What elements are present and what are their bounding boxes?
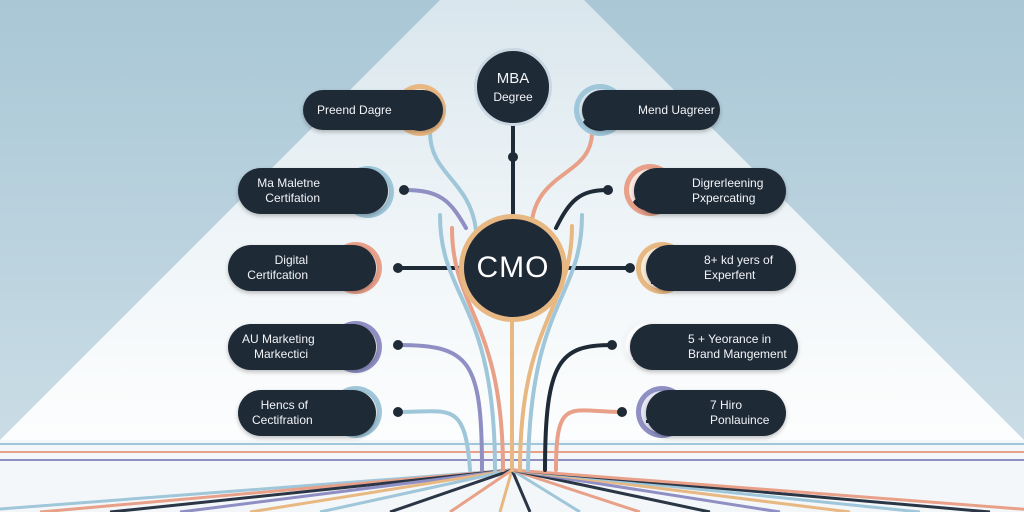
left-node-1: Preend Dagre	[303, 90, 443, 130]
top-node-line2: Degree	[493, 90, 533, 104]
left-node-4-line1: AU Marketing	[242, 332, 315, 346]
floor-stripes	[0, 443, 1024, 512]
right-node-4-line1: 5 + Yeorance in	[688, 332, 772, 346]
center-node-cmo: CMO	[459, 214, 567, 322]
left-node-2-line1: Ma Maletne	[257, 176, 320, 190]
top-node-mba: MBA Degree	[474, 48, 552, 126]
right-node-5: 7 Hiro Ponlauince	[646, 390, 786, 436]
right-node-2-line1: Digrerleening	[692, 176, 764, 190]
left-node-1-line1: Preend Dagre	[317, 102, 392, 117]
right-node-2: Digrerleening Pxpercating	[634, 168, 786, 214]
left-node-3-line1: Digital	[274, 253, 308, 267]
right-node-5-line2: Ponlauince	[710, 413, 770, 427]
right-node-2-line2: Pxpercating	[692, 191, 756, 205]
right-node-1-line1: Mend Uagreer	[638, 102, 715, 117]
right-node-1: Mend Uagreer	[582, 90, 720, 130]
left-node-5-line1: Hencs of	[260, 398, 308, 412]
left-node-2-line2: Certifation	[265, 191, 320, 205]
top-node-line1: MBA	[496, 70, 530, 87]
connector-lines	[393, 124, 635, 472]
left-node-5: Hencs of Cectifration	[238, 390, 376, 436]
left-node-5-line2: Cectifration	[252, 413, 313, 427]
right-node-3-line1: 8+ kd yers of	[704, 253, 774, 267]
right-node-5-line1: 7 Hiro	[710, 398, 743, 412]
center-node-label: CMO	[476, 251, 550, 284]
left-node-3-line2: Certifcation	[247, 268, 308, 282]
left-node-3: Digital Certifcation	[228, 245, 376, 291]
right-node-4: 5 + Yeorance in Brand Mangement	[630, 324, 798, 370]
right-node-3-line2: Experfent	[704, 268, 756, 282]
left-node-2: Ma Maletne Certifation	[238, 168, 388, 214]
right-node-3: 8+ kd yers of Experfent	[646, 245, 796, 291]
left-node-4: AU Marketing Markectici	[228, 324, 376, 370]
left-node-4-line2: Markectici	[253, 347, 308, 361]
right-node-4-line2: Brand Mangement	[688, 347, 787, 361]
